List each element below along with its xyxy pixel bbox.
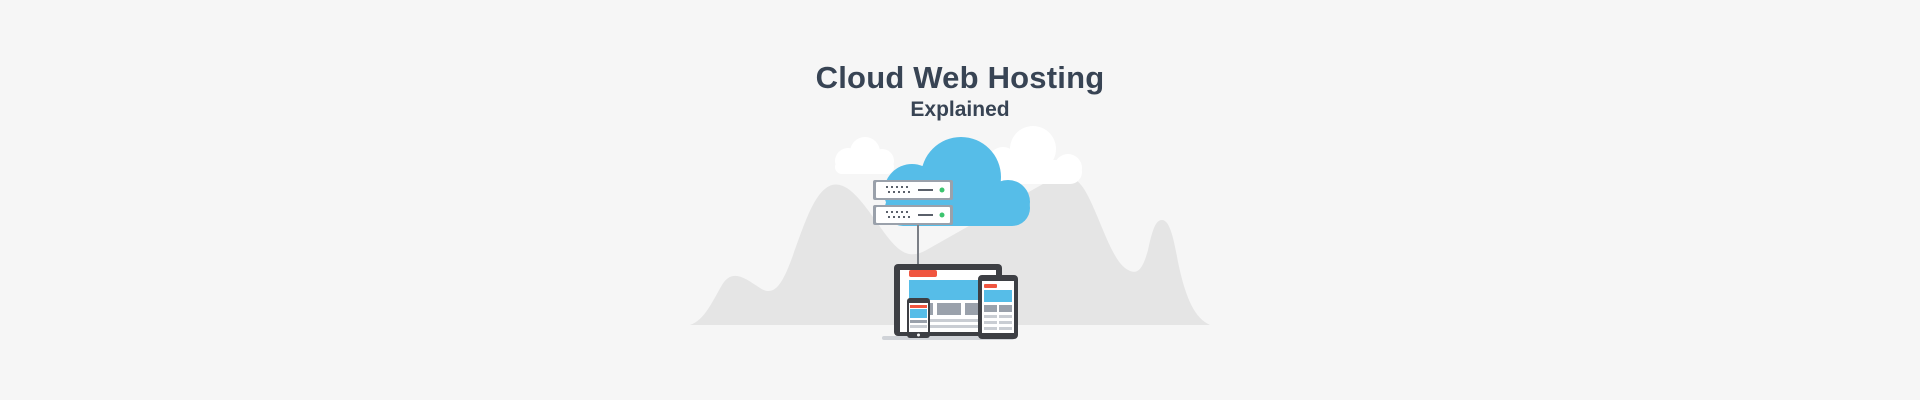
- large-white-cloud-icon: [988, 126, 1082, 184]
- mountains-icon: [690, 175, 1210, 325]
- tablet-icon: [978, 275, 1018, 339]
- small-white-cloud-icon: [835, 137, 894, 174]
- server-rack-icon: [873, 180, 953, 225]
- page-title: Cloud Web Hosting: [815, 60, 1105, 95]
- page-subtitle: Explained: [910, 98, 1010, 121]
- smartphone-icon: [907, 298, 930, 338]
